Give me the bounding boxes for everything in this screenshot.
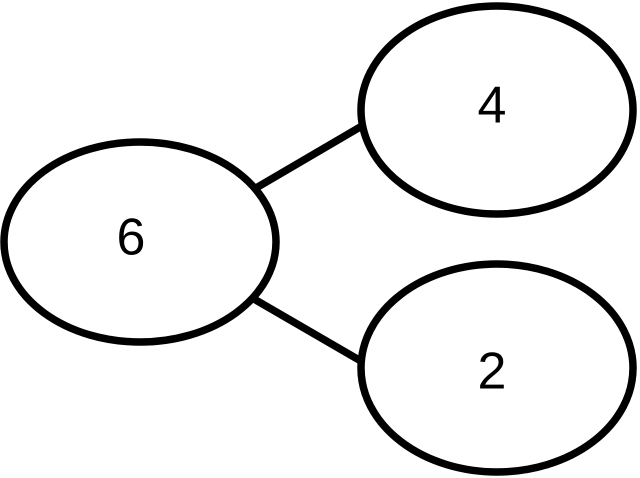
node-4[interactable]: 4 bbox=[357, 2, 637, 218]
node-2-ellipse[interactable] bbox=[357, 260, 637, 476]
node-4-label: 4 bbox=[478, 77, 507, 135]
edge-6-to-4[interactable] bbox=[254, 119, 369, 192]
node-2-label: 2 bbox=[478, 343, 507, 401]
node-6[interactable]: 6 bbox=[0, 138, 280, 346]
edge-group bbox=[252, 119, 369, 368]
edge-6-to-2[interactable] bbox=[252, 295, 368, 368]
node-2[interactable]: 2 bbox=[357, 260, 637, 476]
node-6-label: 6 bbox=[117, 209, 146, 267]
node-6-ellipse[interactable] bbox=[0, 138, 280, 346]
node-4-ellipse[interactable] bbox=[357, 2, 637, 218]
